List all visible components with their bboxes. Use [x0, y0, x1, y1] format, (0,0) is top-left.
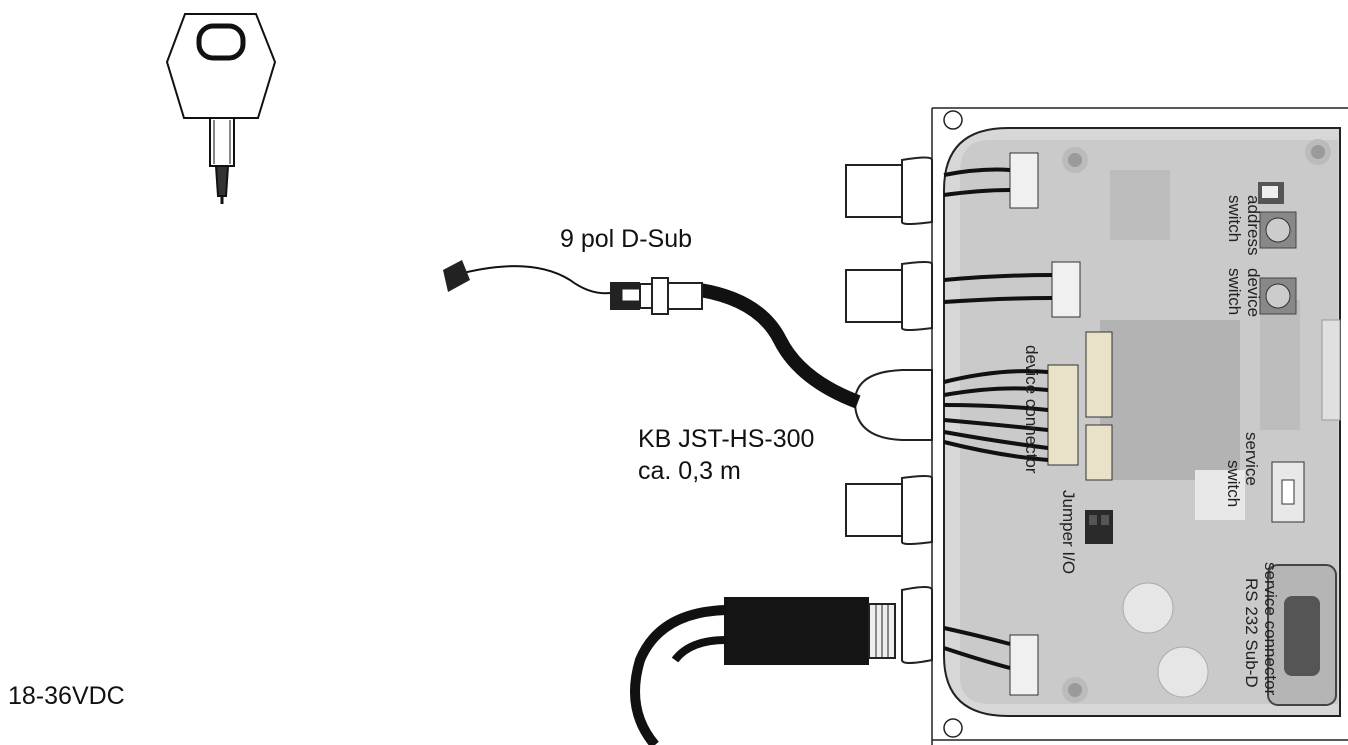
- address-switch: [1258, 182, 1297, 249]
- pcb-connector-bottom: [1009, 634, 1039, 696]
- label-rs232: RS 232 Sub-D: [1242, 578, 1261, 688]
- cable-glands: [845, 156, 933, 664]
- internal-wires: [943, 167, 1053, 670]
- dsub-lead: [454, 265, 611, 295]
- pcb-connector-second: [1051, 261, 1081, 318]
- label-jumper: Jumper I/O: [1059, 490, 1078, 575]
- label-device: device: [1244, 268, 1263, 318]
- label-power: 18-36VDC: [8, 682, 125, 710]
- service-switch: [1271, 461, 1305, 523]
- label-service-switch: switch: [1224, 460, 1243, 508]
- dsub-plug-icon: [443, 260, 703, 315]
- jumper-io: [1085, 510, 1113, 544]
- pcb-connector-top: [1009, 152, 1039, 209]
- cable-jst-hs-300: [698, 283, 861, 409]
- label-address: address: [1244, 195, 1263, 256]
- rs232-connector: [1267, 564, 1337, 706]
- label-cable-length: ca. 0,3 m: [638, 457, 741, 485]
- label-service: service: [1242, 432, 1261, 486]
- label-device-connector: device connector: [1022, 345, 1041, 474]
- label-service-connector: service connector: [1261, 562, 1280, 696]
- device-switch: [1259, 277, 1297, 315]
- label-device-switch: switch: [1225, 268, 1244, 316]
- device-connector-block: [1047, 331, 1113, 481]
- key-icon: [165, 13, 277, 204]
- label-address-switch: switch: [1225, 195, 1244, 243]
- power-plug-icon: [724, 597, 896, 665]
- label-cable-name: KB JST-HS-300: [638, 425, 815, 453]
- power-cable: [630, 605, 727, 745]
- label-dsub: 9 pol D-Sub: [560, 225, 693, 253]
